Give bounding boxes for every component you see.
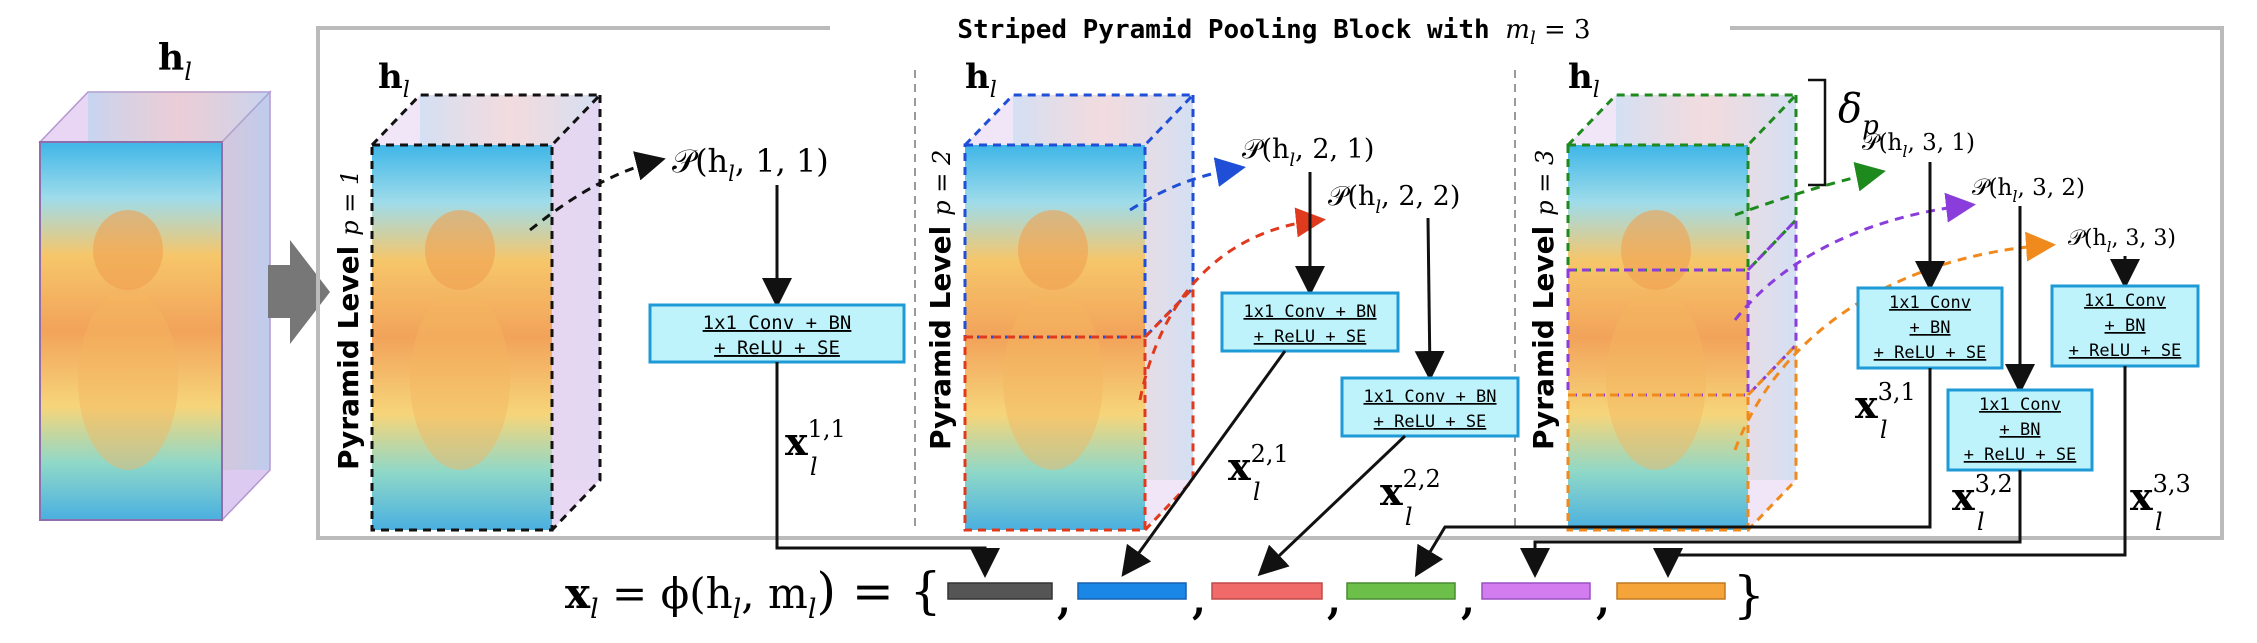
output-route-2-1	[1121, 350, 1287, 577]
output-slot-green	[1346, 582, 1456, 600]
svg-text:1x1 Conv + BN: 1x1 Conv + BN	[1363, 387, 1496, 407]
output-slot-blue	[1077, 582, 1187, 600]
svg-text:1x1 Conv: 1x1 Conv	[2084, 291, 2166, 311]
conv-box-3-2: 1x1 Conv + BN + ReLU + SE	[1946, 388, 2094, 472]
conv-box-3-3: 1x1 Conv + BN + ReLU + SE	[2050, 284, 2200, 368]
equation-close-brace: }	[1733, 566, 1765, 624]
svg-text:1x1 Conv + BN: 1x1 Conv + BN	[703, 312, 852, 334]
level-3-h-label: hl	[1568, 57, 1600, 103]
pool-arrow-3-1	[1734, 162, 1886, 217]
svg-text:+ ReLU + SE: + ReLU + SE	[1964, 445, 2077, 465]
input-h-label: hl	[158, 37, 192, 86]
slot-comma: ,	[1596, 577, 1610, 624]
conv-box-1-1: 1x1 Conv + BN + ReLU + SE	[648, 303, 906, 364]
pool-arrow-2-2	[1138, 207, 1326, 401]
slot-comma: ,	[1327, 577, 1341, 624]
output-route-3-2	[1520, 470, 2022, 578]
output-route-1-1	[775, 362, 1000, 578]
slot-comma: ,	[1057, 577, 1071, 624]
input-feature-map	[38, 90, 272, 522]
output-slot-purple	[1481, 582, 1591, 600]
output-slot-red	[1211, 582, 1323, 600]
svg-text:+ BN: + BN	[1910, 318, 1951, 338]
equation-lhs: xl = ϕ(hl, ml) = {	[565, 562, 941, 625]
block-title: Striped Pyramid Pooling Block with ml = …	[957, 15, 1590, 49]
level-2-h-label: hl	[965, 57, 997, 103]
delta-bracket	[1808, 78, 1827, 187]
level-3-feature-map	[1566, 93, 1800, 532]
level-3-axis-label: Pyramid Levelp = 3	[1527, 150, 1560, 450]
output-route-3-3	[1653, 366, 2127, 578]
pool-arrow-3-2	[1733, 192, 1976, 321]
svg-text:+ BN: + BN	[2000, 420, 2041, 440]
pool-op-1-1: 𝒫(hl, 1, 1)	[672, 142, 829, 186]
svg-text:+ ReLU + SE: + ReLU + SE	[714, 337, 840, 359]
svg-text:+ ReLU + SE: + ReLU + SE	[1254, 327, 1367, 347]
svg-text:+ ReLU + SE: + ReLU + SE	[1374, 412, 1487, 432]
slot-comma: ,	[1192, 577, 1206, 624]
output-route-2-2	[1257, 434, 1407, 577]
svg-text:1x1 Conv: 1x1 Conv	[1889, 293, 1971, 313]
svg-text:Pyramid Levelp = 3: Pyramid Levelp = 3	[1527, 150, 1560, 450]
svg-text:Pyramid Levelp = 2: Pyramid Levelp = 2	[924, 150, 957, 450]
pool-op-3-1: 𝒫(hl, 3, 1)	[1862, 130, 1975, 161]
output-slot-orange	[1616, 582, 1726, 600]
pool-op-3-2: 𝒫(hl, 3, 2)	[1972, 175, 2085, 206]
level-1-h-label: hl	[378, 57, 410, 103]
svg-text:+ ReLU + SE: + ReLU + SE	[2069, 341, 2182, 361]
pool-op-2-1: 𝒫(hl, 2, 1)	[1242, 134, 1374, 171]
pool-op-2-2: 𝒫(hl, 2, 2)	[1328, 181, 1460, 218]
svg-text:+ BN: + BN	[2105, 316, 2146, 336]
svg-text:1x1 Conv: 1x1 Conv	[1979, 395, 2061, 415]
svg-text:Pyramid Levelp = 1: Pyramid Levelp = 1	[332, 170, 365, 470]
svg-text:1x1 Conv + BN: 1x1 Conv + BN	[1243, 302, 1376, 322]
output-route-3-1	[1414, 368, 1932, 578]
pool-arrow-1-1	[529, 151, 666, 232]
conv-box-2-2: 1x1 Conv + BN + ReLU + SE	[1340, 376, 1520, 438]
level-2-feature-map	[963, 93, 1197, 532]
pool-op-3-3: 𝒫(hl, 3, 3)	[2068, 226, 2176, 256]
block-input-arrow	[268, 240, 330, 344]
output-slot-gray	[947, 582, 1053, 600]
conv-box-3-1: 1x1 Conv + BN + ReLU + SE	[1856, 286, 2004, 370]
conv-box-2-1: 1x1 Conv + BN + ReLU + SE	[1220, 291, 1400, 353]
svg-text:+ ReLU + SE: + ReLU + SE	[1874, 343, 1987, 363]
op-to-conv-arrow	[1414, 217, 1445, 381]
level-1-axis-label: Pyramid Levelp = 1	[332, 170, 365, 470]
pool-arrow-3-3	[1733, 231, 2056, 451]
slot-comma: ,	[1461, 577, 1475, 624]
level-1-feature-map	[370, 93, 604, 532]
level-2-axis-label: Pyramid Levelp = 2	[924, 150, 957, 450]
delta-label: δp	[1838, 86, 1879, 141]
